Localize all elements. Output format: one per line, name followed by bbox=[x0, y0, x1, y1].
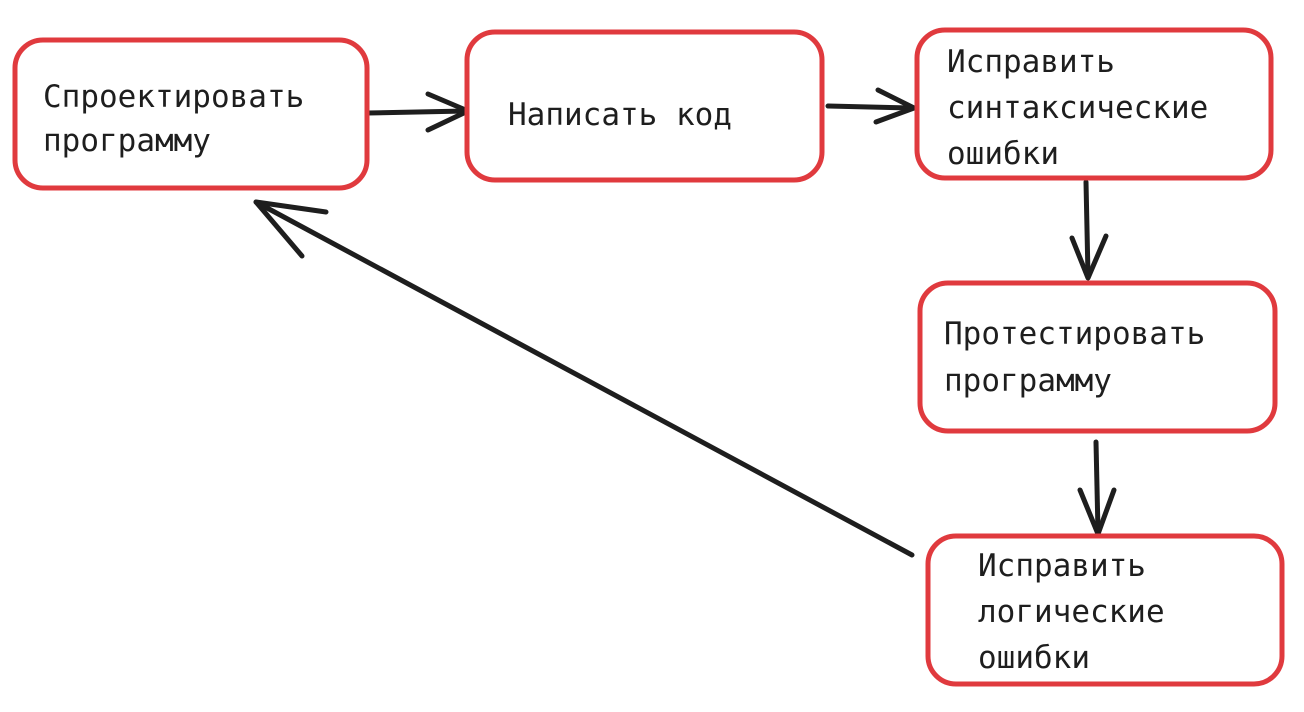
node-fix-syntax: Исправить синтаксические ошибки bbox=[914, 27, 1274, 181]
node-fix-syntax-line-3: ошибки bbox=[947, 136, 1059, 172]
node-fix-logic-line-3: ошибки bbox=[978, 640, 1090, 676]
node-test: Протестировать программу bbox=[917, 280, 1278, 434]
edge-write-to-fix-syntax bbox=[825, 87, 917, 125]
node-design-line-1: Спроектировать bbox=[43, 79, 304, 115]
node-design: Спроектировать программу bbox=[12, 37, 370, 191]
edge-fix-logic-to-design bbox=[253, 199, 915, 558]
node-fix-logic-line-2: логические bbox=[978, 594, 1165, 630]
edge-fix-syntax-to-test bbox=[1069, 179, 1109, 281]
node-fix-syntax-line-2: синтаксические bbox=[947, 90, 1208, 126]
node-test-line-1: Протестировать bbox=[944, 316, 1205, 352]
edge-test-to-fix-logic bbox=[1077, 439, 1117, 537]
edges bbox=[253, 87, 1117, 558]
node-test-line-2: программу bbox=[944, 363, 1112, 399]
node-write-line-1: Написать код bbox=[508, 97, 732, 133]
node-fix-logic: Исправить логические ошибки bbox=[925, 533, 1285, 687]
node-write: Написать код bbox=[464, 29, 825, 183]
node-fix-logic-line-1: Исправить bbox=[978, 548, 1146, 584]
node-fix-syntax-line-1: Исправить bbox=[947, 44, 1115, 80]
edge-design-to-write bbox=[365, 91, 471, 133]
node-design-line-2: программу bbox=[43, 123, 211, 159]
